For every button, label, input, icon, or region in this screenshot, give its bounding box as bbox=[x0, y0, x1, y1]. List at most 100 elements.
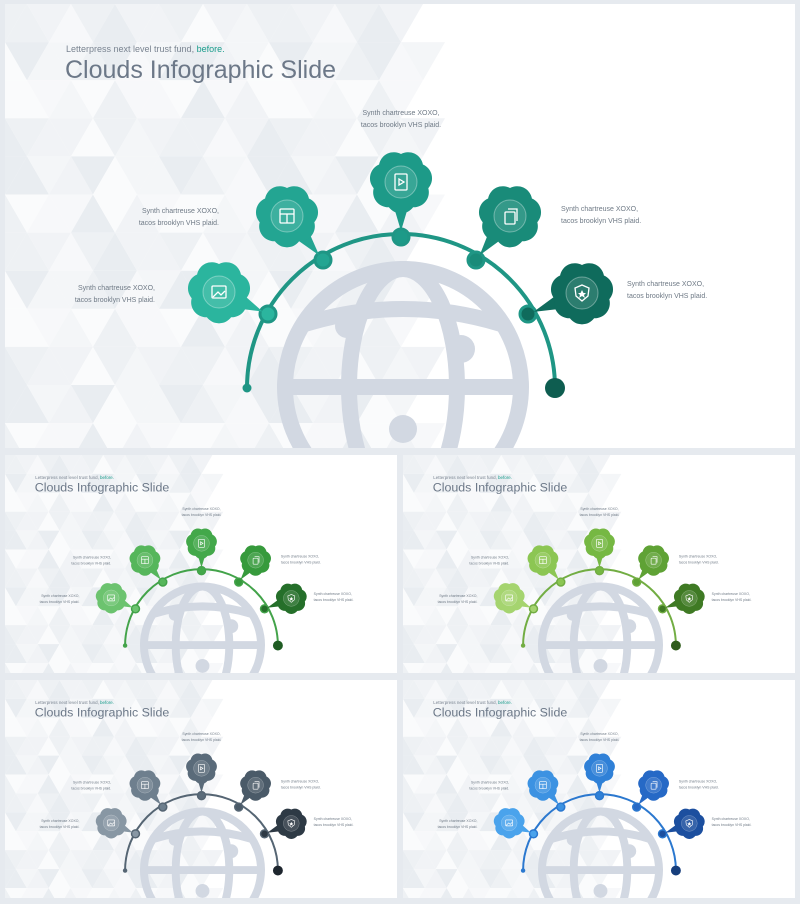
bg-triangle bbox=[15, 698, 38, 718]
bg-triangle bbox=[403, 492, 425, 512]
cloud-step-4[interactable] bbox=[631, 770, 669, 812]
bg-triangle bbox=[523, 455, 545, 474]
cloud-step-1[interactable] bbox=[187, 262, 278, 324]
bg-triangle bbox=[135, 511, 158, 531]
bg-triangle bbox=[203, 346, 247, 386]
bg-triangle bbox=[479, 492, 502, 512]
bg-triangle bbox=[93, 308, 137, 347]
bg-triangle bbox=[424, 793, 447, 813]
gallery-icon bbox=[539, 556, 547, 564]
bg-triangle bbox=[37, 455, 60, 474]
bg-triangle bbox=[566, 455, 589, 474]
cloud-step-4[interactable] bbox=[466, 186, 542, 270]
bg-triangle bbox=[457, 736, 480, 756]
bg-triangle bbox=[179, 568, 202, 588]
subtitle-accent: before. bbox=[100, 474, 114, 480]
bg-triangle bbox=[71, 118, 115, 157]
bg-triangle bbox=[490, 511, 513, 531]
cloud-step-4[interactable] bbox=[631, 545, 669, 587]
bg-triangle bbox=[37, 625, 60, 645]
arc-node bbox=[259, 604, 270, 614]
bg-triangle bbox=[446, 492, 469, 512]
cloud-step-3[interactable] bbox=[584, 753, 615, 801]
bg-triangle bbox=[190, 717, 213, 737]
bg-triangle bbox=[81, 717, 104, 737]
bg-triangle bbox=[114, 887, 136, 898]
image-icon bbox=[107, 594, 115, 602]
bg-triangle bbox=[135, 473, 158, 493]
bg-triangle bbox=[59, 698, 82, 718]
cloud-step-4[interactable] bbox=[233, 545, 271, 587]
bg-triangle bbox=[357, 42, 401, 81]
bg-triangle bbox=[413, 793, 436, 813]
cloud-step-2[interactable] bbox=[129, 770, 168, 812]
bg-triangle bbox=[92, 549, 115, 569]
bg-triangle bbox=[403, 606, 425, 626]
cloud-step-5[interactable] bbox=[259, 583, 307, 614]
bg-triangle bbox=[501, 568, 524, 588]
clouds-diagram bbox=[493, 528, 705, 673]
bg-triangle bbox=[225, 80, 269, 119]
cloud-step-2[interactable] bbox=[527, 770, 566, 812]
cloud-step-2[interactable] bbox=[255, 186, 333, 270]
bg-triangle bbox=[5, 549, 16, 569]
bg-triangle bbox=[71, 80, 115, 119]
arc-node bbox=[631, 802, 642, 812]
bg-triangle bbox=[49, 156, 93, 195]
bg-triangle bbox=[59, 644, 82, 663]
main-slide[interactable]: Letterpress next level trust fund, befor… bbox=[5, 4, 795, 448]
triangle-background bbox=[403, 455, 622, 673]
cloud-step-3[interactable] bbox=[584, 528, 615, 576]
bg-triangle bbox=[435, 736, 458, 756]
cloud-step-3[interactable] bbox=[186, 528, 217, 576]
slide-content: Letterpress next level trust fund, befor… bbox=[5, 680, 397, 898]
cloud-step-4[interactable] bbox=[233, 770, 271, 812]
bg-triangle bbox=[49, 42, 93, 81]
thumbnail-green[interactable]: Letterpress next level trust fund, befor… bbox=[5, 455, 397, 673]
label-line: tacos brooklyn VHS plaid. bbox=[71, 787, 112, 791]
slide-subtitle: Letterpress next level trust fund, befor… bbox=[66, 44, 225, 54]
bg-triangle bbox=[26, 530, 49, 550]
bg-triangle bbox=[37, 812, 60, 832]
bg-triangle bbox=[446, 698, 469, 718]
bg-triangle bbox=[403, 736, 414, 756]
bg-triangle bbox=[501, 736, 524, 756]
cloud-step-2[interactable] bbox=[527, 545, 566, 587]
cloud-step-1[interactable] bbox=[493, 808, 539, 839]
cloud-step-5[interactable] bbox=[657, 808, 705, 839]
bg-triangle bbox=[70, 698, 93, 718]
bg-triangle bbox=[291, 346, 335, 386]
bg-triangle bbox=[413, 530, 436, 550]
bg-triangle bbox=[15, 736, 38, 756]
bg-triangle bbox=[599, 698, 622, 718]
cloud-step-3[interactable] bbox=[186, 753, 217, 801]
cloud-step-1[interactable] bbox=[493, 583, 539, 614]
thumbnail-lime[interactable]: Letterpress next level trust fund, befor… bbox=[403, 455, 795, 673]
thumbnail-blue[interactable]: Letterpress next level trust fund, befor… bbox=[403, 680, 795, 898]
bg-triangle bbox=[81, 698, 104, 718]
bg-triangle bbox=[5, 156, 49, 195]
cloud-step-1[interactable] bbox=[95, 583, 141, 614]
cloud-step-1[interactable] bbox=[95, 808, 141, 839]
bg-triangle bbox=[71, 308, 115, 347]
cloud-step-5[interactable] bbox=[518, 263, 614, 325]
bg-triangle bbox=[21, 887, 33, 898]
bg-triangle bbox=[103, 455, 126, 474]
bg-triangle bbox=[490, 662, 513, 673]
bg-triangle bbox=[5, 662, 11, 673]
thumbnail-slate[interactable]: Letterpress next level trust fund, befor… bbox=[5, 680, 397, 898]
subtitle-text: Letterpress next level trust fund, bbox=[433, 474, 499, 480]
globe-graphic bbox=[277, 261, 529, 448]
label-line: tacos brooklyn VHS plaid. bbox=[360, 122, 442, 129]
cloud-step-2[interactable] bbox=[129, 545, 168, 587]
cloud-step-5[interactable] bbox=[657, 583, 705, 614]
bg-triangle bbox=[159, 385, 203, 424]
bg-triangle bbox=[501, 717, 524, 737]
cloud-step-5[interactable] bbox=[259, 808, 307, 839]
cloud-step-3[interactable] bbox=[369, 152, 433, 247]
bg-triangle bbox=[5, 736, 16, 756]
bg-triangle bbox=[555, 549, 578, 569]
bg-triangle bbox=[15, 717, 38, 737]
label-line: tacos brooklyn VHS plaid. bbox=[678, 786, 719, 790]
bg-triangle bbox=[413, 850, 436, 870]
